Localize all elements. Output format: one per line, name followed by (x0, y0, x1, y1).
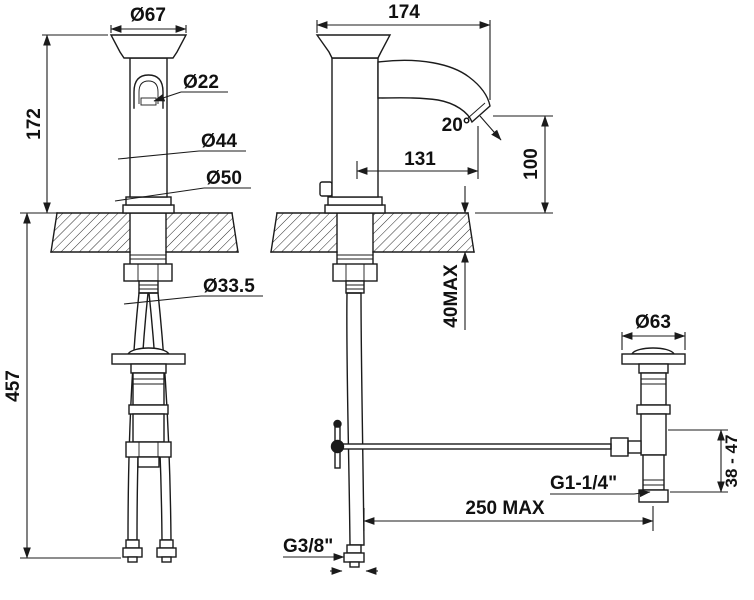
label-spout-reach: 131 (404, 149, 436, 170)
waste-assembly (610, 347, 686, 503)
dim-spout-height: 100 (475, 115, 553, 214)
dim-body-diameter: Ø44 (117, 131, 246, 160)
dim-deck-thickness-max: 40MAX (441, 186, 469, 330)
dim-spout-reach: 131 (356, 126, 479, 179)
front-view-faucet (109, 34, 188, 214)
dim-waste-flange-diameter: Ø63 (621, 312, 686, 350)
label-spout-height: 100 (521, 148, 542, 180)
dim-rod-reach-max: 250 MAX (363, 498, 654, 531)
label-supply-thread: G3/8" (283, 536, 333, 557)
popup-rod (330, 419, 612, 469)
dim-waste-thread: G1-1/4" (550, 473, 651, 498)
label-waste-flange-diameter: Ø63 (635, 312, 671, 333)
label-waste-height-range: 38 - 47 (722, 435, 741, 488)
label-aerator-diameter: Ø22 (183, 72, 219, 93)
dim-base-diameter: Ø50 (114, 168, 251, 202)
label-spout-angle: 20° (442, 115, 471, 136)
dim-height-above-deck: 172 (20, 34, 108, 214)
label-waste-thread: G1-1/4" (550, 473, 617, 494)
label-depth: 174 (388, 2, 420, 23)
dim-depth: 174 (316, 2, 491, 100)
side-view-shank (332, 212, 378, 294)
label-height-above-deck: 172 (24, 108, 45, 140)
label-rod-reach-max: 250 MAX (465, 498, 545, 519)
front-view-shank (123, 212, 173, 294)
side-view-supply-hose (343, 292, 365, 568)
label-shank-diameter: Ø33.5 (203, 276, 255, 297)
label-base-diameter: Ø50 (206, 168, 242, 189)
dim-aerator-diameter: Ø22 (153, 72, 228, 102)
front-view-popup-waste (111, 347, 186, 468)
dim-spout-angle: 20° (442, 115, 502, 141)
label-top-diameter: Ø67 (130, 5, 166, 26)
dim-waste-height-range: 38 - 47 (668, 429, 741, 493)
front-view-counter (50, 212, 239, 253)
dim-total-drop: 457 (3, 212, 121, 559)
label-total-drop: 457 (3, 370, 24, 402)
label-body-diameter: Ø44 (201, 131, 237, 152)
dim-shank-diameter: Ø33.5 (123, 276, 263, 305)
dim-top-diameter: Ø67 (110, 5, 187, 33)
dim-supply-thread: G3/8" (283, 536, 345, 561)
side-view-counter (270, 212, 475, 253)
label-deck-thickness-max: 40MAX (441, 264, 462, 328)
